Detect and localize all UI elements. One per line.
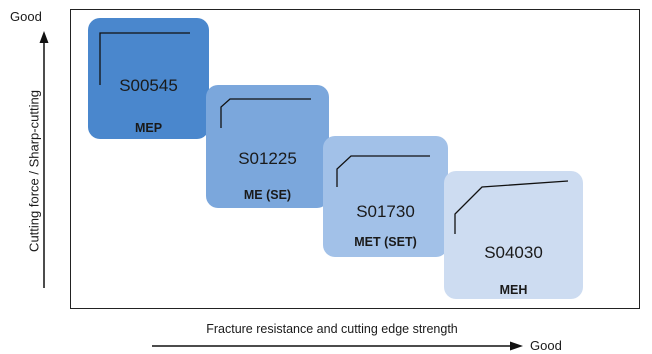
x-axis-arrow (152, 341, 523, 351)
grade-code: S01730 (356, 202, 415, 221)
x-axis-label: Fracture resistance and cutting edge str… (206, 322, 458, 336)
y-axis-arrow (39, 31, 49, 288)
grade-code: S04030 (484, 243, 543, 262)
grade-name: ME (SE) (243, 188, 292, 202)
grade-code: S00545 (119, 76, 178, 95)
grade-card-s00545: S00545 MEP (88, 18, 209, 139)
grade-code: S01225 (238, 149, 297, 168)
edge-profile-icon (336, 155, 430, 187)
edge-profile-icon (99, 32, 190, 85)
plot-frame (70, 9, 640, 309)
grade-card-s01225: S01225 ME (SE) (206, 85, 329, 208)
x-axis-good-label: Good (530, 338, 562, 353)
grade-card-s01730: S01730 MET (SET) (323, 136, 448, 257)
y-axis-good-label: Good (10, 9, 42, 24)
edge-profile-icon (220, 98, 311, 128)
grade-name: MET (SET) (354, 235, 417, 249)
grade-name: MEH (499, 283, 528, 297)
grade-card-s04030: S04030 MEH (444, 171, 583, 299)
edge-profile-icon (454, 180, 569, 234)
grade-name: MEP (134, 121, 163, 135)
y-axis-label: Cutting force / Sharp-cutting (26, 90, 42, 252)
